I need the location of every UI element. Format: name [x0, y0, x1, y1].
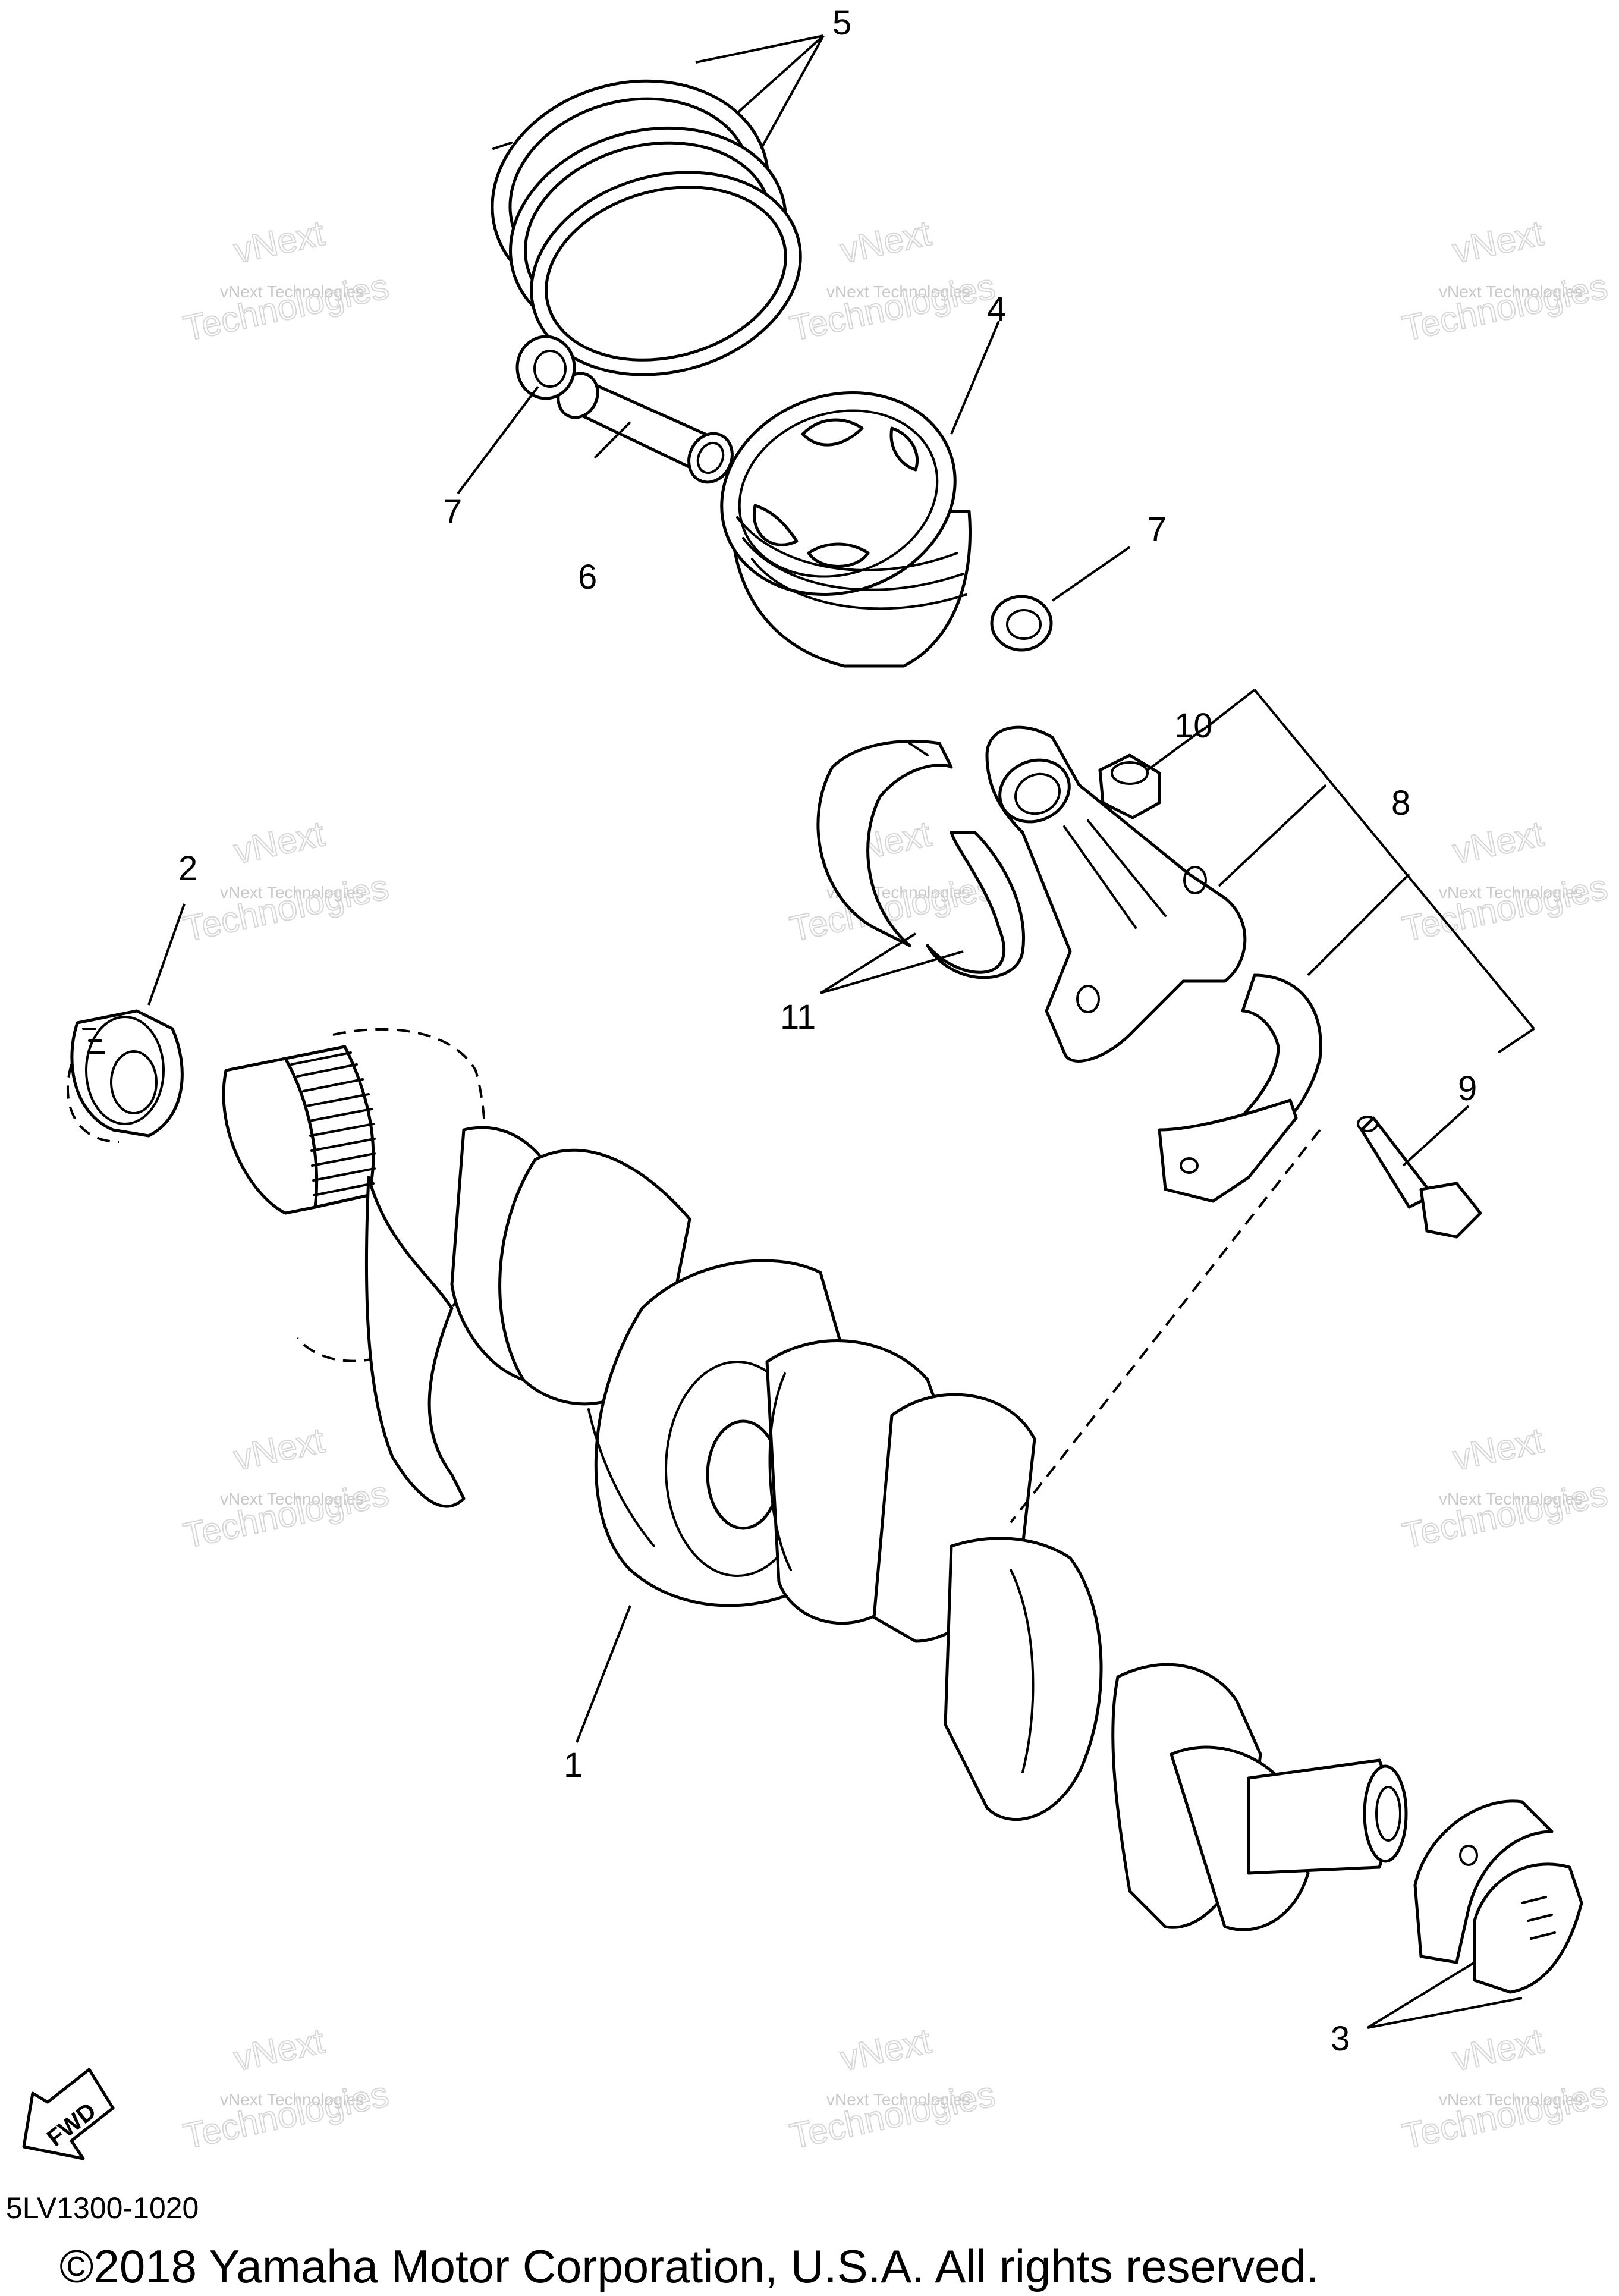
callout-11: 11: [780, 998, 816, 1037]
svg-text:vNext: vNext: [1450, 2021, 1547, 2078]
main-bearings[interactable]: [1413, 1799, 1583, 1994]
svg-text:Technologies: Technologies: [787, 266, 999, 348]
svg-text:vNext Technologies: vNext Technologies: [220, 2090, 364, 2109]
svg-text:vNext: vNext: [837, 2021, 935, 2078]
circlip-left[interactable]: [515, 335, 576, 400]
con-rod-bearing-lower[interactable]: [926, 831, 1025, 979]
svg-text:vNext Technologies: vNext Technologies: [220, 282, 364, 301]
watermark: vNext Technologies vNext Technologies: [180, 1419, 393, 1556]
svg-text:Technologies: Technologies: [180, 266, 392, 348]
svg-text:vNext: vNext: [837, 213, 935, 271]
svg-text:vNext: vNext: [231, 213, 328, 271]
piston[interactable]: [693, 361, 984, 668]
svg-text:vNext Technologies: vNext Technologies: [1439, 2090, 1583, 2109]
watermark: vNext Technologies vNext Technologies: [1398, 212, 1612, 349]
svg-text:vNext Technologies: vNext Technologies: [1439, 883, 1583, 902]
svg-text:vNext Technologies: vNext Technologies: [220, 1490, 364, 1508]
callout-7-left: 7: [443, 492, 462, 531]
callout-1: 1: [564, 1746, 583, 1785]
callout-7-right: 7: [1148, 510, 1167, 549]
crankshaft[interactable]: [222, 1028, 1408, 1931]
callout-5: 5: [832, 4, 851, 42]
forward-arrow: FWD: [22, 2068, 115, 2160]
callout-8: 8: [1391, 784, 1410, 822]
svg-text:vNext: vNext: [231, 814, 328, 871]
watermark: vNext Technologies vNext Technologies: [1398, 1419, 1612, 1556]
svg-text:Technologies: Technologies: [1399, 266, 1611, 348]
connecting-rod-bolt[interactable]: [1357, 1116, 1482, 1239]
watermark: vNext Technologies vNext Technologies: [1398, 2020, 1612, 2157]
svg-text:vNext: vNext: [231, 2021, 328, 2078]
con-rod-bearing-upper[interactable]: [816, 739, 953, 947]
svg-text:Technologies: Technologies: [787, 2074, 999, 2156]
connecting-rod-cap[interactable]: [1158, 973, 1322, 1203]
svg-text:Technologies: Technologies: [1399, 867, 1611, 949]
svg-text:vNext: vNext: [1450, 814, 1547, 871]
watermark: vNext Technologies vNext Technologies: [786, 2020, 999, 2157]
copyright-notice: ©2018 Yamaha Motor Corporation, U.S.A. A…: [59, 2240, 1319, 2292]
svg-text:Technologies: Technologies: [180, 1474, 392, 1556]
svg-text:vNext Technologies: vNext Technologies: [1439, 282, 1583, 301]
svg-text:vNext: vNext: [1450, 1420, 1547, 1478]
watermark: vNext Technologies vNext Technologies: [180, 2020, 393, 2157]
svg-text:vNext Technologies: vNext Technologies: [826, 2090, 970, 2109]
callout-9: 9: [1458, 1069, 1477, 1108]
callout-6: 6: [578, 558, 597, 596]
callout-3: 3: [1331, 2019, 1350, 2058]
watermark: vNext Technologies vNext Technologies: [180, 813, 393, 950]
svg-text:Technologies: Technologies: [180, 2074, 392, 2156]
drive-gear[interactable]: [66, 1009, 184, 1143]
diagram-code: 5LV1300-1020: [6, 2191, 199, 2225]
callout-4: 4: [987, 290, 1006, 329]
callout-2: 2: [178, 849, 197, 888]
callout-10: 10: [1174, 706, 1213, 745]
watermark: vNext Technologies vNext Technologies: [1398, 813, 1612, 950]
svg-text:vNext: vNext: [231, 1420, 328, 1478]
watermark: vNext Technologies vNext Technologies: [180, 212, 393, 349]
callout-labels: 1 2 3 4 5 6 7 7 8 9 10 11: [178, 4, 1477, 2058]
piston-pin[interactable]: [551, 367, 740, 489]
piston-rings[interactable]: [467, 51, 823, 403]
circlip-right[interactable]: [990, 595, 1053, 652]
svg-text:vNext Technologies: vNext Technologies: [220, 883, 364, 902]
svg-text:vNext: vNext: [1450, 213, 1547, 271]
svg-text:Technologies: Technologies: [180, 867, 392, 949]
svg-text:vNext Technologies: vNext Technologies: [1439, 1490, 1583, 1508]
svg-text:Technologies: Technologies: [1399, 2074, 1611, 2156]
svg-text:vNext Technologies: vNext Technologies: [826, 282, 970, 301]
watermark: vNext Technologies vNext Technologies: [786, 212, 999, 349]
connecting-rod[interactable]: [985, 725, 1247, 1063]
leader-lines: [147, 34, 1535, 2029]
svg-text:Technologies: Technologies: [1399, 1474, 1611, 1556]
